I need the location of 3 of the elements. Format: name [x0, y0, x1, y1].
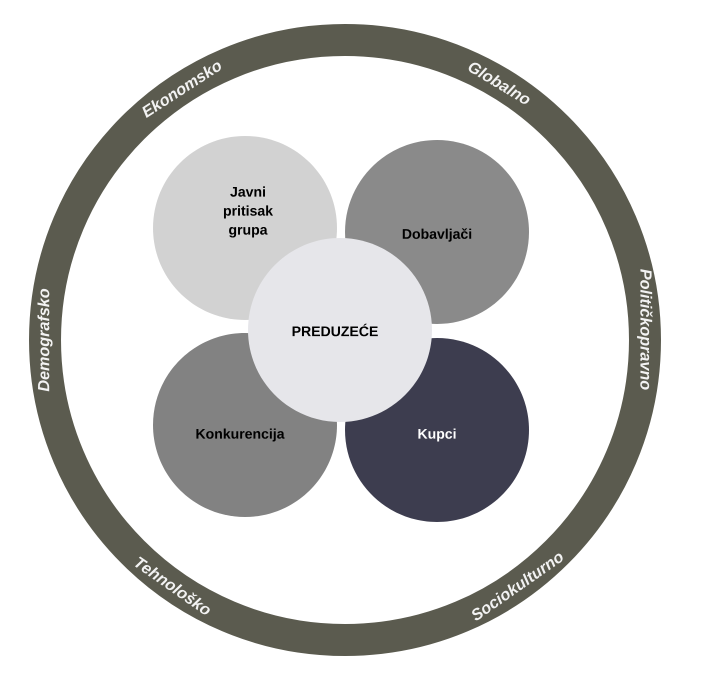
ring-band	[29, 24, 661, 656]
ring-label: Demografsko	[37, 288, 53, 392]
ring-label: Političkopravno	[637, 269, 653, 390]
